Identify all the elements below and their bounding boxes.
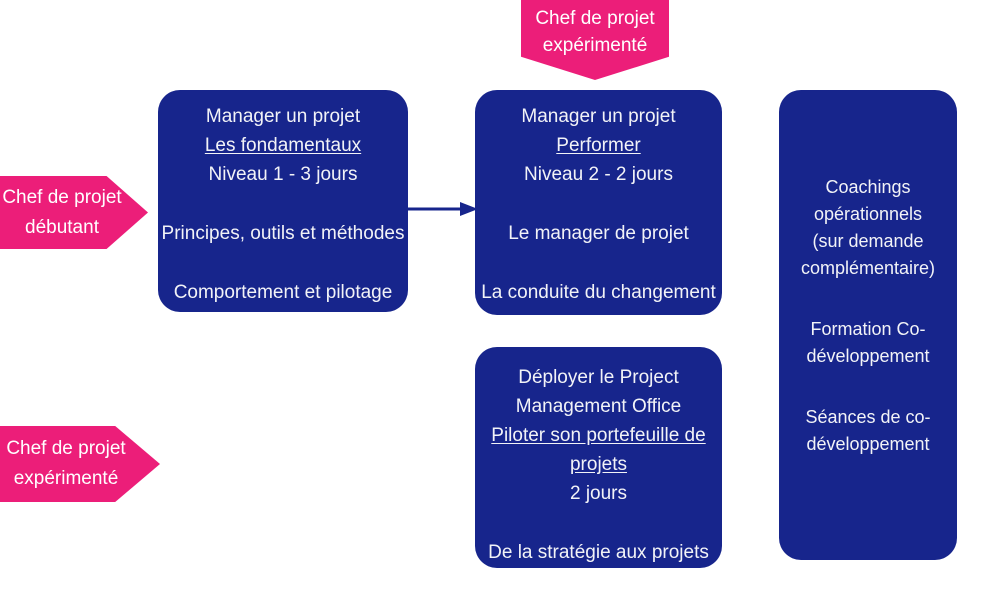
card-fundamentals-title-line1: Manager un projet: [205, 106, 361, 127]
card-coachings-et-co-developpement[interactable]: Coachings opérationnels (sur demande com…: [779, 90, 957, 560]
card-performer-title-line1: Manager un projet: [521, 106, 676, 127]
card-fundamentals-level: Niveau 1 - 3 jours: [208, 164, 358, 185]
card-performer-module-1: Le manager de projet: [508, 223, 689, 244]
card-pmo-title-line1: Déployer le Project: [518, 367, 679, 388]
card-performer-title-line2: Performer: [556, 135, 641, 156]
card-pmo-title-line2: Management Office: [515, 396, 682, 417]
card-fundamentals-module-2: Comportement et pilotage: [173, 282, 393, 303]
banner-experienced-top: Chef de projet expérimenté: [521, 0, 669, 80]
card-manager-un-projet-fondamentaux[interactable]: Manager un projet Les fondamentaux Nivea…: [158, 90, 408, 312]
card-pmo-module-1: De la stratégie aux projets: [488, 542, 709, 563]
connector-arrow-fundamentals-to-performer: [408, 202, 478, 216]
card-pmo-subtitle: Piloter son portefeuille de projets: [491, 425, 706, 475]
entry-arrow-beginner-label: Chef de projet débutant: [2, 186, 122, 238]
card-deployer-le-project-management-office[interactable]: Déployer le Project Management Office Pi…: [475, 347, 722, 568]
entry-arrow-experienced: Chef de projet expérimenté: [0, 426, 160, 502]
card-services-block-3: Séances de co- développement: [805, 407, 931, 454]
card-services-block-2: Formation Co- développement: [806, 319, 930, 366]
entry-arrow-beginner: Chef de projet débutant: [0, 176, 148, 249]
card-fundamentals-title-line2: Les fondamentaux: [204, 135, 362, 156]
entry-arrow-experienced-label: Chef de projet expérimenté: [6, 438, 126, 489]
banner-experienced-top-label: Chef de projet expérimenté: [535, 8, 655, 56]
card-services-block-1: Coachings opérationnels (sur demande com…: [800, 177, 936, 278]
card-performer-module-2: La conduite du changement: [481, 282, 716, 303]
card-pmo-level: 2 jours: [569, 483, 628, 504]
card-fundamentals-module-1: Principes, outils et méthodes: [161, 223, 405, 244]
card-manager-un-projet-performer[interactable]: Manager un projet Performer Niveau 2 - 2…: [475, 90, 722, 315]
card-performer-level: Niveau 2 - 2 jours: [524, 164, 673, 185]
